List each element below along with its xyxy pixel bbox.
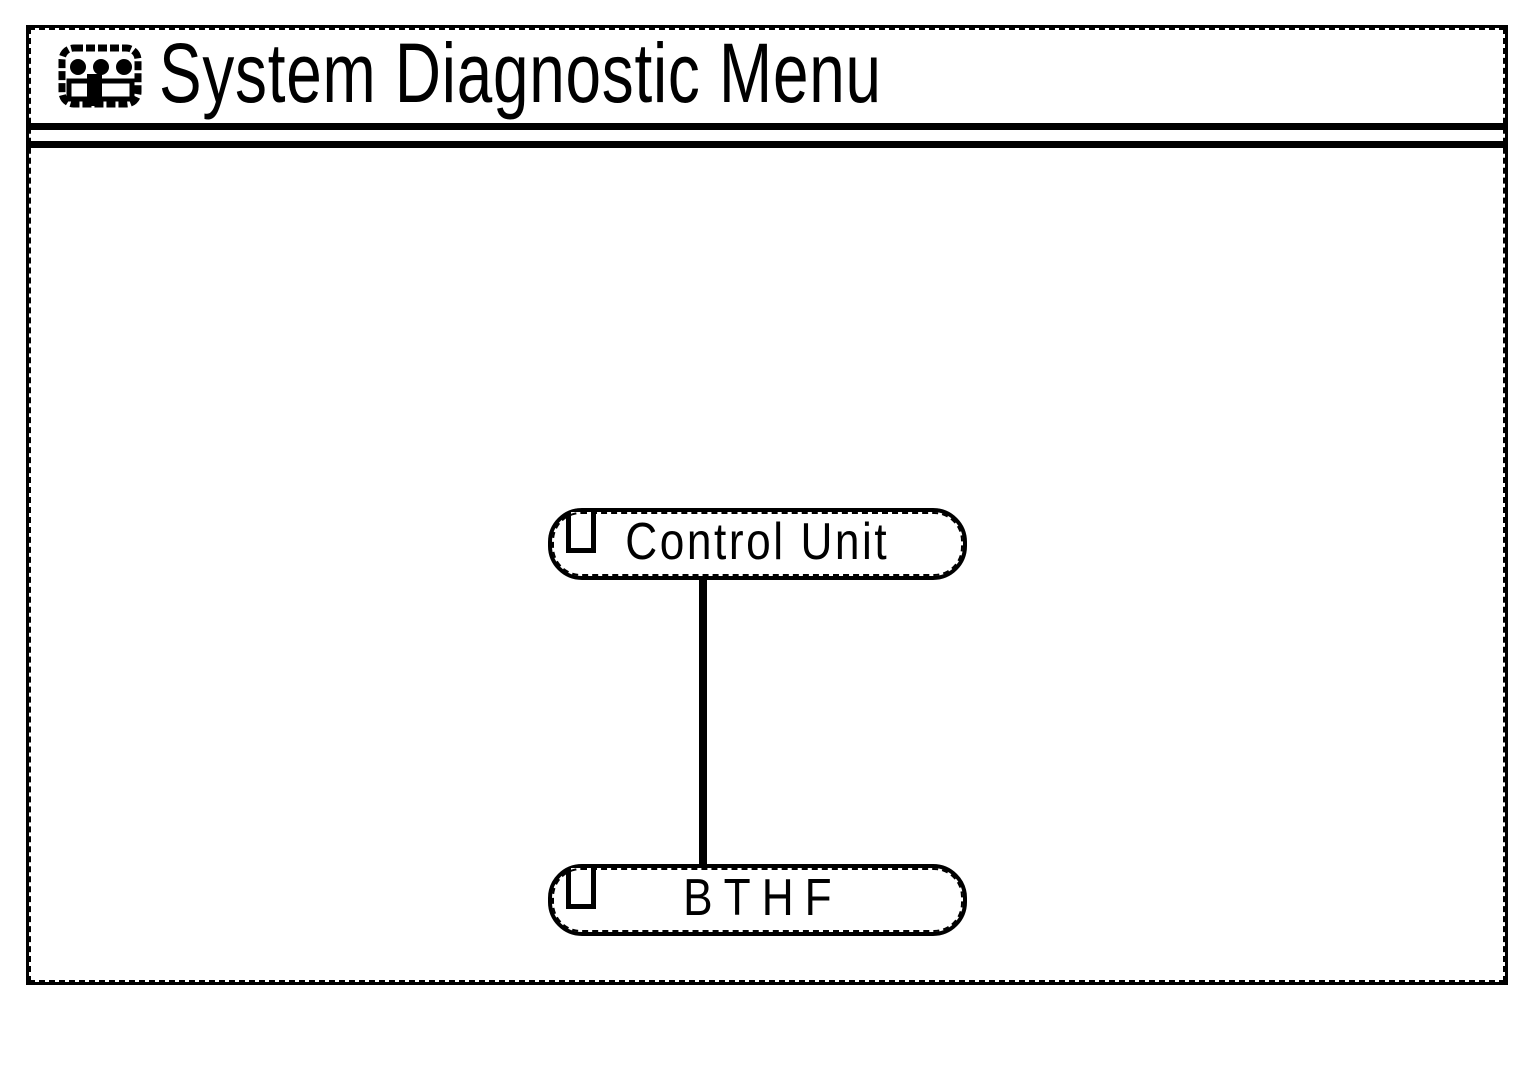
node-bthf[interactable]: BTHF — [548, 864, 967, 936]
window-title: System Diagnostic Menu — [159, 25, 882, 120]
node-label-wrap: Control Unit — [552, 512, 963, 576]
connector-line — [699, 578, 707, 865]
title-bar: System Diagnostic Menu — [29, 28, 1505, 130]
node-label-wrap: BTHF — [552, 868, 963, 932]
title-separator — [29, 141, 1505, 148]
control-panel-icon — [58, 44, 142, 107]
diagnostic-menu-window: System Diagnostic Menu Control Unit BTHF — [26, 25, 1508, 985]
tab-icon — [566, 512, 596, 553]
node-control-unit[interactable]: Control Unit — [548, 508, 967, 580]
tab-icon — [566, 868, 596, 909]
node-control-unit-label: Control Unit — [625, 513, 890, 571]
diagram-area: Control Unit BTHF — [29, 148, 1505, 982]
node-bthf-label: BTHF — [683, 869, 843, 927]
